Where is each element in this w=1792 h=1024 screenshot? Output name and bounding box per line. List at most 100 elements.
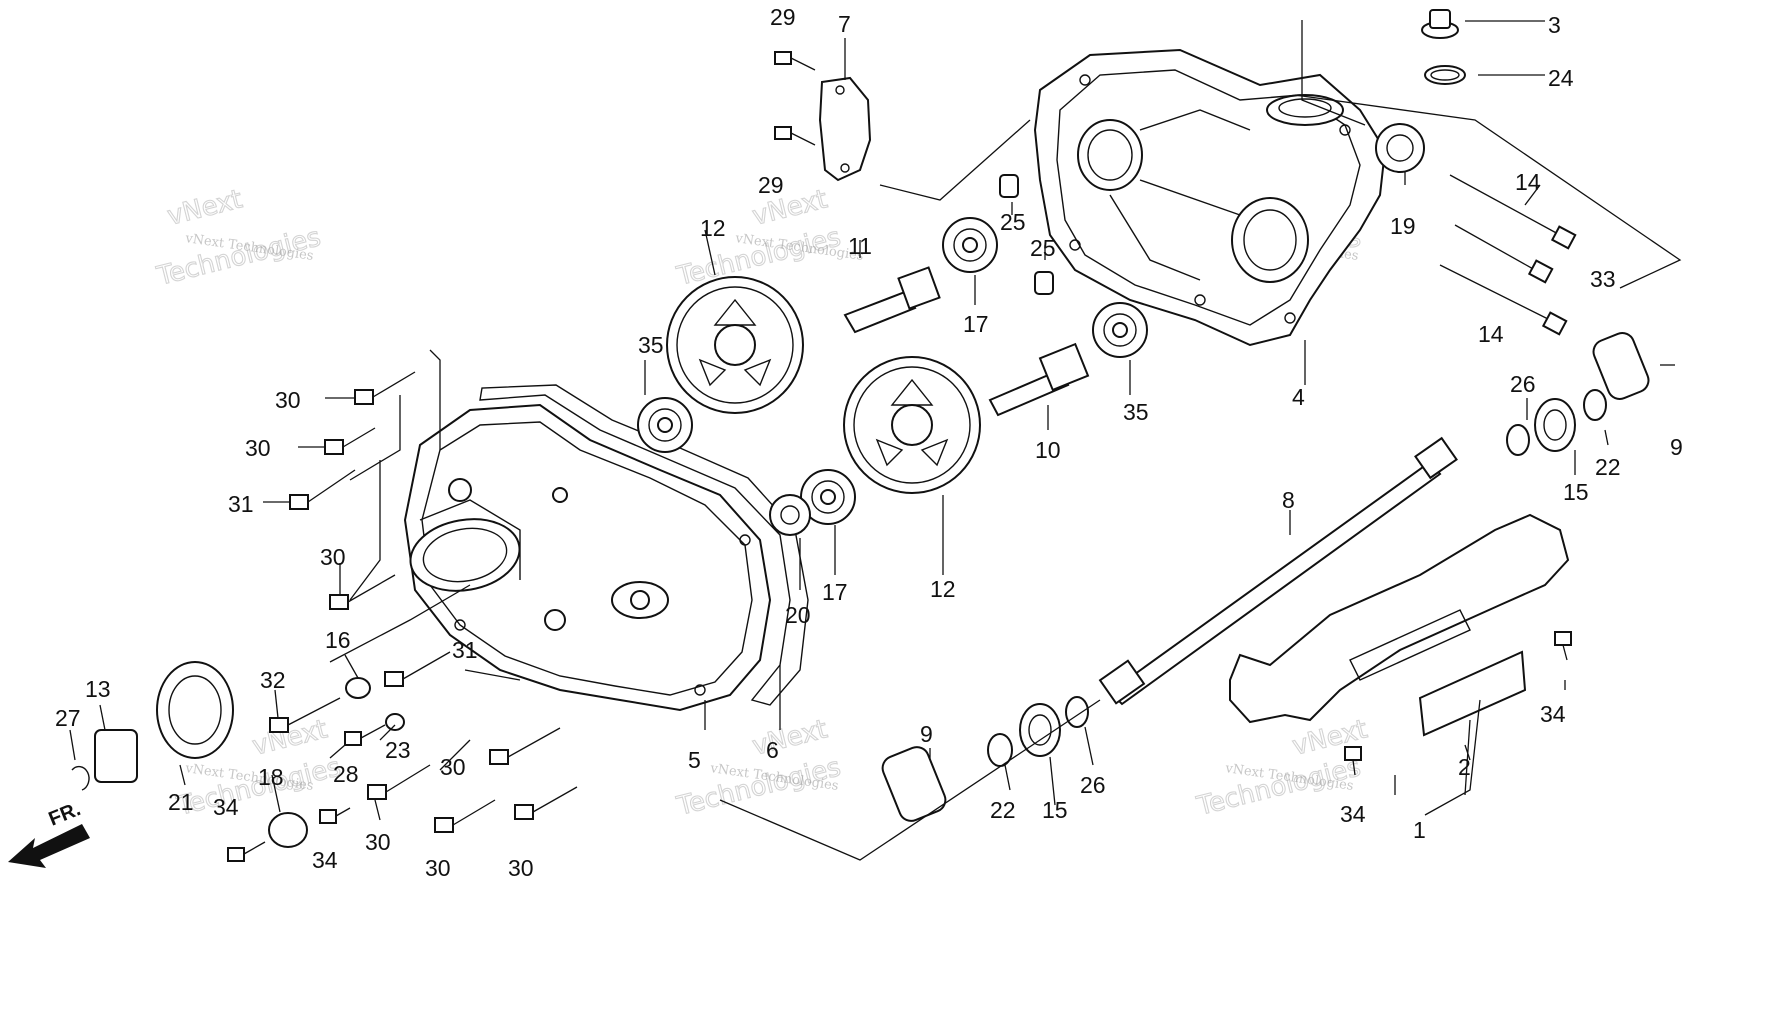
gasket-part-6	[479, 384, 809, 706]
callout-30: 30	[275, 387, 301, 413]
bolt-part-30-5	[489, 727, 561, 765]
bolt-part-34-1	[227, 841, 266, 862]
callout-14: 14	[1515, 169, 1541, 195]
callout-26: 26	[1510, 371, 1536, 397]
ring-part-22-right	[1583, 389, 1607, 421]
callout-19: 19	[1390, 213, 1416, 239]
callout-11: 11	[848, 233, 872, 259]
callout-30: 30	[508, 855, 534, 881]
callout-30: 30	[425, 855, 451, 881]
svg-text:vNext: vNext	[749, 714, 830, 761]
bolt-part-34-2	[319, 807, 351, 824]
plug-part-3	[1421, 9, 1459, 39]
callout-12: 12	[700, 215, 726, 241]
callout-30: 30	[440, 754, 466, 780]
callout-34: 34	[1340, 801, 1366, 827]
callout-14: 14	[1478, 321, 1504, 347]
bearings-group	[71, 9, 1650, 848]
clip-part-26-left	[1065, 696, 1089, 728]
washer-part-16	[345, 677, 371, 699]
bolt-part-30-3	[329, 574, 396, 610]
bolt-part-30-6	[434, 799, 496, 833]
bearing-part-17-upper	[942, 217, 998, 273]
callout-35: 35	[1123, 399, 1149, 425]
sleeve-part-9-left	[881, 746, 947, 822]
leader-lines	[69, 20, 1682, 861]
callout-22: 22	[990, 797, 1016, 823]
bolt-part-31-1	[289, 469, 356, 510]
callout-8: 8	[1282, 487, 1295, 513]
callout-35: 35	[638, 332, 664, 358]
seal-part-15-right	[1534, 398, 1576, 452]
seal-part-15-left	[1019, 703, 1061, 757]
bolt-part-34-3	[1554, 631, 1572, 661]
collar-part-25-upper	[999, 174, 1019, 198]
bolt-part-31-2	[384, 651, 451, 687]
callout-30: 30	[365, 829, 391, 855]
callout-17: 17	[822, 579, 848, 605]
callout-15: 15	[1042, 797, 1068, 823]
plate-part-7	[818, 76, 872, 182]
bolt-part-14-2	[1439, 264, 1568, 336]
bearing-part-35-right	[1092, 302, 1148, 358]
ring-part-24	[1424, 65, 1466, 85]
callout-2: 2	[1458, 754, 1471, 780]
cap-part-18	[268, 812, 308, 848]
bolt-part-14-1	[1449, 174, 1577, 250]
bolt-part-29-bottom	[774, 126, 816, 146]
clip-part-26-right	[1506, 424, 1530, 456]
bolt-part-30-1	[354, 371, 416, 405]
callout-10: 10	[1035, 437, 1061, 463]
seal-part-20	[769, 494, 811, 536]
callout-23: 23	[385, 737, 411, 763]
callout-labels: 29 7 29 3 24 12 11 25 25 17 19 14 33 14 …	[55, 4, 1683, 881]
bolt-part-30-4	[367, 764, 431, 800]
callout-9: 9	[920, 721, 933, 747]
sleeve-part-9-right	[1592, 332, 1650, 400]
axle-housing-part-1	[1229, 513, 1570, 724]
shaft-part-11	[843, 266, 941, 334]
cover-part-5	[403, 403, 772, 712]
callout-33: 33	[1590, 266, 1616, 292]
callout-34: 34	[312, 847, 338, 873]
main-case-part-4	[1033, 48, 1387, 347]
seal-part-21	[156, 661, 234, 759]
callout-20: 20	[785, 602, 811, 628]
callout-25: 25	[1030, 235, 1056, 261]
shaft-part-8	[1098, 436, 1458, 706]
bolt-part-34-4	[1344, 746, 1362, 776]
svg-text:vNext: vNext	[164, 184, 245, 231]
gear-part-12-upper	[666, 276, 804, 414]
callout-25: 25	[1000, 209, 1026, 235]
callout-22: 22	[1595, 454, 1621, 480]
washer-part-23	[385, 713, 405, 731]
callout-31: 31	[228, 491, 254, 517]
callout-16: 16	[325, 627, 351, 653]
bearing-part-17-lower	[800, 469, 856, 525]
gear-part-13	[94, 729, 138, 783]
callout-27: 27	[55, 705, 81, 731]
bolt-part-30-7	[514, 786, 578, 820]
shaft-part-10	[988, 342, 1090, 417]
front-label: FR.	[46, 798, 84, 830]
callout-30: 30	[320, 544, 346, 570]
gear-part-12-lower	[843, 356, 981, 494]
callout-29: 29	[770, 4, 796, 30]
bolts-group	[227, 51, 1577, 862]
label-part-2	[1418, 650, 1527, 737]
bolt-part-28	[344, 724, 386, 746]
bolt-part-29-top	[774, 51, 816, 71]
clip-part-27	[71, 765, 90, 791]
callout-15: 15	[1563, 479, 1589, 505]
callout-4: 4	[1292, 384, 1305, 410]
callout-29: 29	[758, 172, 784, 198]
callout-6: 6	[766, 737, 779, 763]
svg-text:vNext: vNext	[249, 714, 330, 761]
bearing-part-35-left	[637, 397, 693, 453]
callout-24: 24	[1548, 65, 1574, 91]
watermark-top-left: vNext Technologies vNext Technologies	[153, 184, 324, 293]
callout-3: 3	[1548, 12, 1561, 38]
callout-1: 1	[1413, 817, 1426, 843]
callout-13: 13	[85, 676, 111, 702]
